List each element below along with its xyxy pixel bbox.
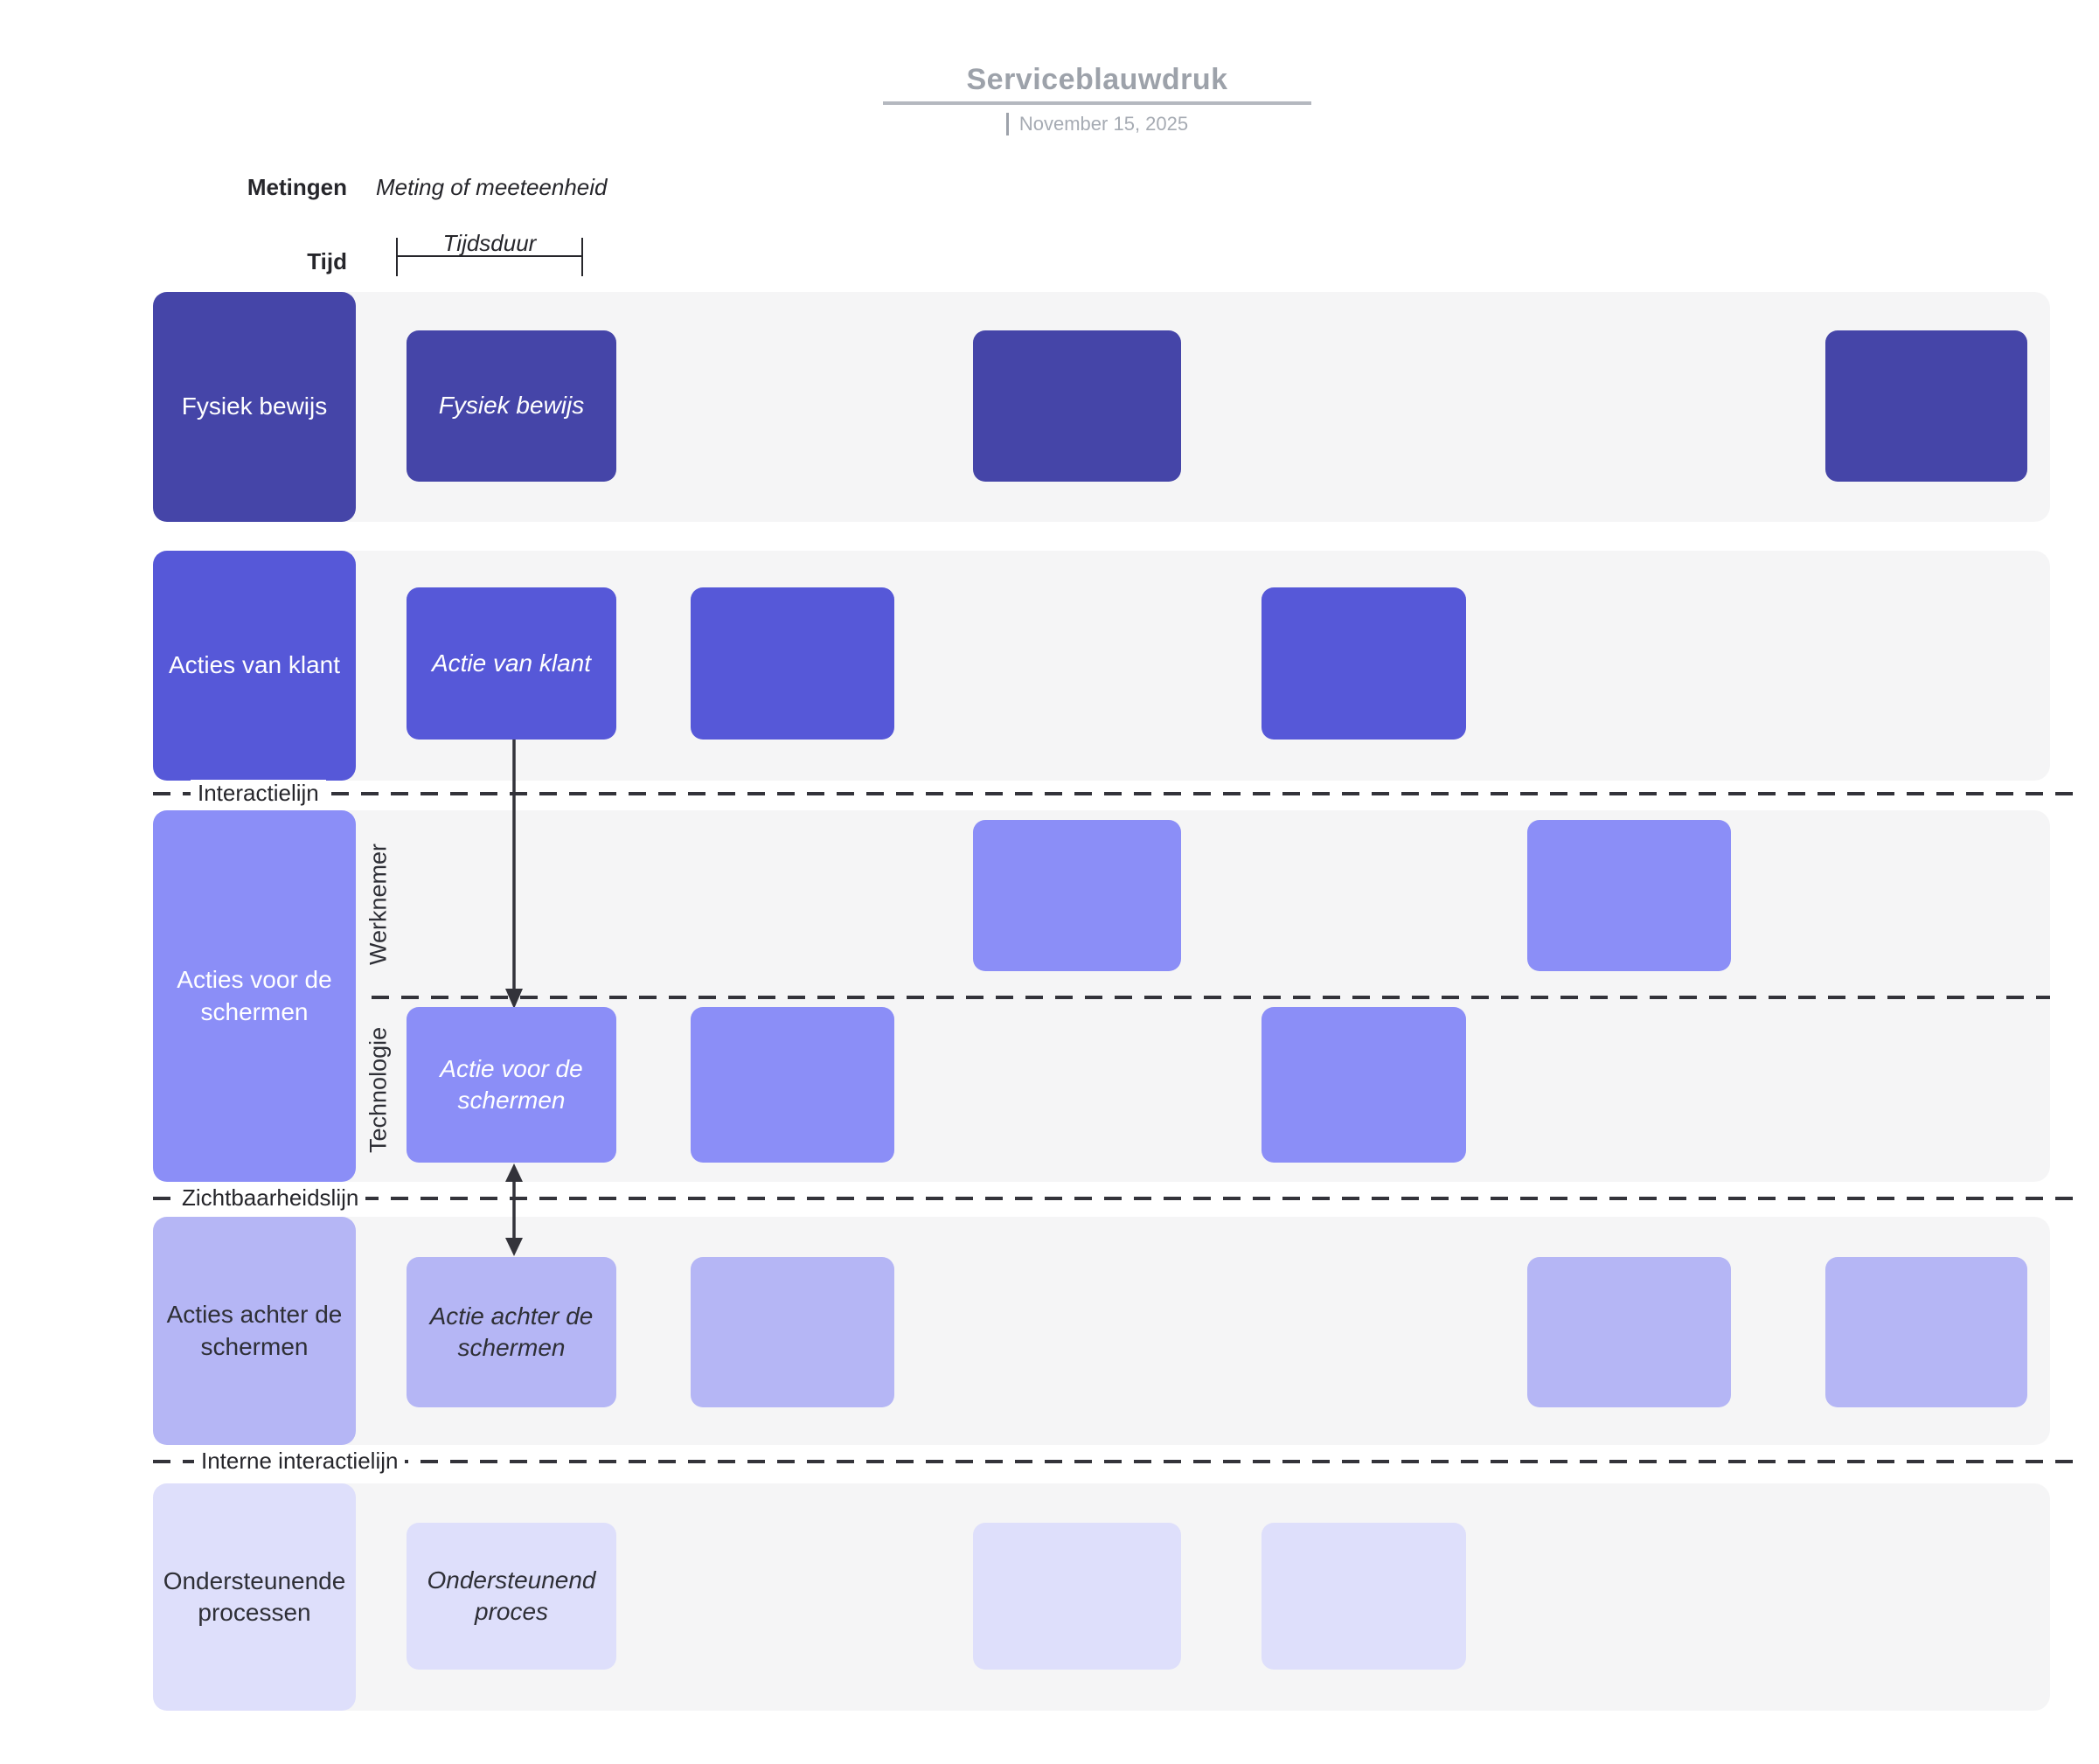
bracket-tick-left [396, 238, 398, 276]
separator-interactielijn-line [153, 792, 2081, 795]
time-duration-label: Tijdsduur [442, 230, 537, 256]
card-actie-voor-de-schermen[interactable]: Actie voor de schermen [407, 1007, 616, 1163]
measurements-label: Metingen [247, 174, 347, 200]
separator-interne-interactielijn-label: Interne interactielijn [194, 1448, 406, 1475]
card-unlabeled[interactable] [1261, 1523, 1466, 1670]
lane-label-ondersteunende-processen[interactable]: Ondersteunende processen [153, 1483, 356, 1711]
card-unlabeled[interactable] [691, 587, 894, 740]
card-label: Actie voor de schermen [440, 1054, 583, 1114]
card-unlabeled[interactable] [691, 1007, 894, 1163]
card-label: Fysiek bewijs [438, 392, 585, 420]
card-label: Ondersteunend proces [427, 1566, 596, 1625]
card-unlabeled[interactable] [1527, 1257, 1731, 1407]
card-unlabeled[interactable] [1261, 1007, 1466, 1163]
card-ondersteunend-proces[interactable]: Ondersteunend proces [407, 1523, 616, 1670]
card-actie-van-klant[interactable]: Actie van klant [407, 587, 616, 740]
sublane-divider-line [372, 996, 2050, 999]
lane-label-acties-voor-de-schermen[interactable]: Acties voor de schermen [153, 810, 356, 1182]
sublane-label-werknemer: Werknemer [365, 843, 392, 965]
lane-label-text: Acties voor de schermen [177, 966, 332, 1025]
card-unlabeled[interactable] [1825, 1257, 2027, 1407]
page-title: Serviceblauwdruk [966, 63, 1228, 96]
lane-label-fysiek-bewijs[interactable]: Fysiek bewijs [153, 292, 356, 522]
separator-interactielijn-label: Interactielijn [191, 780, 326, 807]
card-unlabeled[interactable] [1261, 587, 1466, 740]
card-label: Actie achter de schermen [429, 1302, 594, 1361]
title-underline [883, 101, 1311, 105]
separator-zichtbaarheidslijn-label: Zichtbaarheidslijn [175, 1184, 366, 1212]
arrow-customer-to-frontstage[interactable] [503, 739, 525, 1010]
date-text: November 15, 2025 [1018, 113, 1189, 135]
arrow-frontstage-backstage-bidirectional[interactable] [503, 1163, 525, 1256]
card-unlabeled[interactable] [973, 330, 1181, 482]
time-duration-bracket: Tijdsduur [396, 230, 583, 276]
card-actie-achter-de-schermen[interactable]: Actie achter de schermen [407, 1257, 616, 1407]
card-fysiek-bewijs[interactable]: Fysiek bewijs [407, 330, 616, 482]
lane-label-text: Acties achter de schermen [166, 1301, 343, 1360]
measurements-value: Meting of meeteenheid [376, 174, 608, 200]
sublane-label-technologie: Technologie [365, 1026, 392, 1153]
date-row: November 15, 2025 [883, 110, 1311, 138]
card-unlabeled[interactable] [691, 1257, 894, 1407]
card-unlabeled[interactable] [1527, 820, 1731, 971]
date-divider-bar [1005, 113, 1009, 135]
lane-label-acties-van-klant[interactable]: Acties van klant [153, 551, 356, 781]
lane-label-text: Acties van klant [168, 651, 341, 679]
card-unlabeled[interactable] [973, 820, 1181, 971]
card-label: Actie van klant [431, 649, 592, 677]
lane-label-text: Fysiek bewijs [181, 392, 328, 420]
bracket-line [396, 255, 583, 257]
card-unlabeled[interactable] [973, 1523, 1181, 1670]
lane-label-acties-achter-de-schermen[interactable]: Acties achter de schermen [153, 1217, 356, 1445]
card-unlabeled[interactable] [1825, 330, 2027, 482]
bracket-tick-right [581, 238, 583, 276]
separator-zichtbaarheidslijn-line [153, 1197, 2081, 1200]
lane-label-text: Ondersteunende processen [163, 1566, 346, 1626]
time-label: Tijd [307, 248, 347, 274]
separator-interne-interactielijn-line [153, 1460, 2081, 1463]
